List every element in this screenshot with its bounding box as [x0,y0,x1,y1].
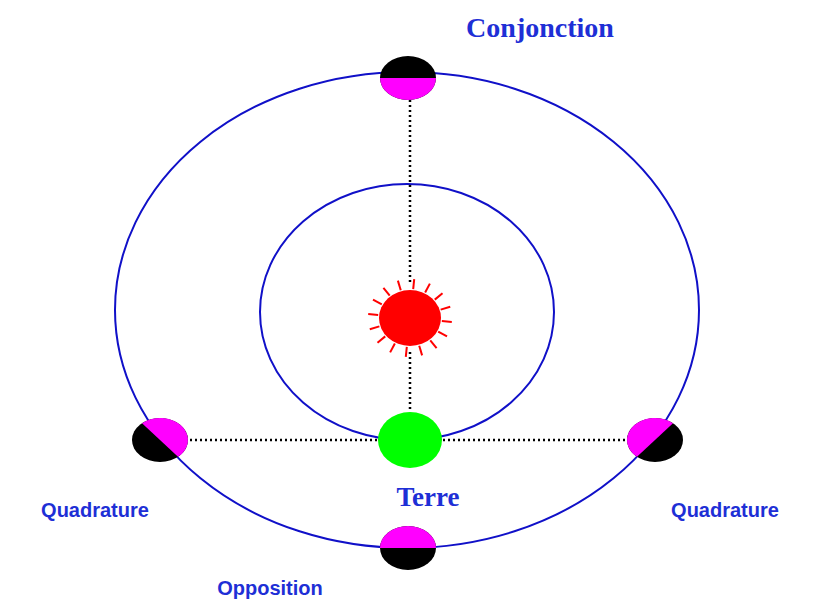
earth [378,412,442,468]
planet-dark-side [380,56,436,100]
sun-ray [438,332,447,337]
dotted-line [409,100,412,282]
planet-opposition [380,526,436,570]
planet-lit-side [142,409,199,457]
planet-quadrature-right [616,409,683,462]
position-label: Terre [397,482,460,513]
sun-ray [419,346,422,356]
dotted-line [190,439,377,442]
inner-orbit [260,184,554,440]
dotted-line [409,352,412,411]
sun-ray [368,313,378,316]
planet-lit-side [380,526,436,548]
sun-ray [383,288,389,296]
sun-ray [398,281,401,291]
sun-ray [441,307,451,310]
sun-ray [390,344,395,353]
sun-ray [435,293,443,299]
sun-ray [442,320,452,323]
sight-lines [190,100,626,440]
planet-conjunction [380,56,436,100]
sun-ray [370,326,380,329]
planet-lit-side [616,409,673,457]
planet-quadrature-left [132,409,199,462]
sun-ray [430,340,436,348]
sun [379,290,441,346]
dotted-line [443,439,626,442]
sun-ray [377,336,385,342]
planet-dark-side [380,526,436,570]
sun-ray [425,284,430,293]
position-label: Conjonction [466,12,614,44]
position-label: Opposition [217,577,323,600]
planet-lit-side [380,78,436,100]
position-label: Quadrature [671,499,779,522]
position-label: Quadrature [41,499,149,522]
outer-orbit [115,72,699,548]
sun-ray [405,347,408,357]
sun-ray [373,300,382,305]
sun-rays [368,279,452,357]
sun-ray [412,279,415,289]
